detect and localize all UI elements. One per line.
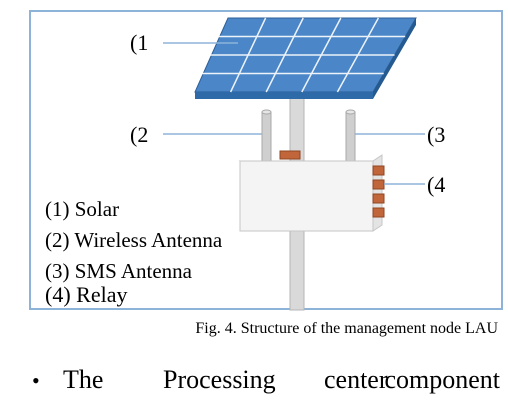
solar-panel	[194, 17, 417, 99]
wireless-antenna	[261, 109, 272, 163]
body-text-line: • The Processing center component	[32, 365, 501, 394]
figure-caption: Fig. 4. Structure of the management node…	[195, 320, 498, 337]
control-box	[238, 150, 383, 232]
sms-antenna	[345, 109, 356, 163]
body-word-1: The	[63, 365, 103, 394]
callout-4: (4	[427, 172, 445, 197]
top-connector	[279, 150, 301, 160]
legend-item-relay: (4) Relay	[45, 282, 127, 307]
bullet-mark: •	[32, 368, 40, 393]
callout-2: (2	[130, 122, 148, 147]
body-word-3: center	[324, 365, 388, 394]
pole	[289, 93, 305, 311]
legend-item-sms-antenna: (3) SMS Antenna	[45, 259, 193, 283]
legend: (1) Solar (2) Wireless Antenna (3) SMS A…	[45, 197, 223, 307]
body-word-2: Processing	[163, 365, 276, 394]
callout-1: (1	[130, 30, 148, 55]
leader-lines	[163, 42, 425, 185]
callout-3: (3	[427, 122, 445, 147]
body-word-4: component	[384, 365, 500, 394]
legend-item-solar: (1) Solar	[45, 197, 119, 221]
legend-item-wireless-antenna: (2) Wireless Antenna	[45, 228, 223, 252]
